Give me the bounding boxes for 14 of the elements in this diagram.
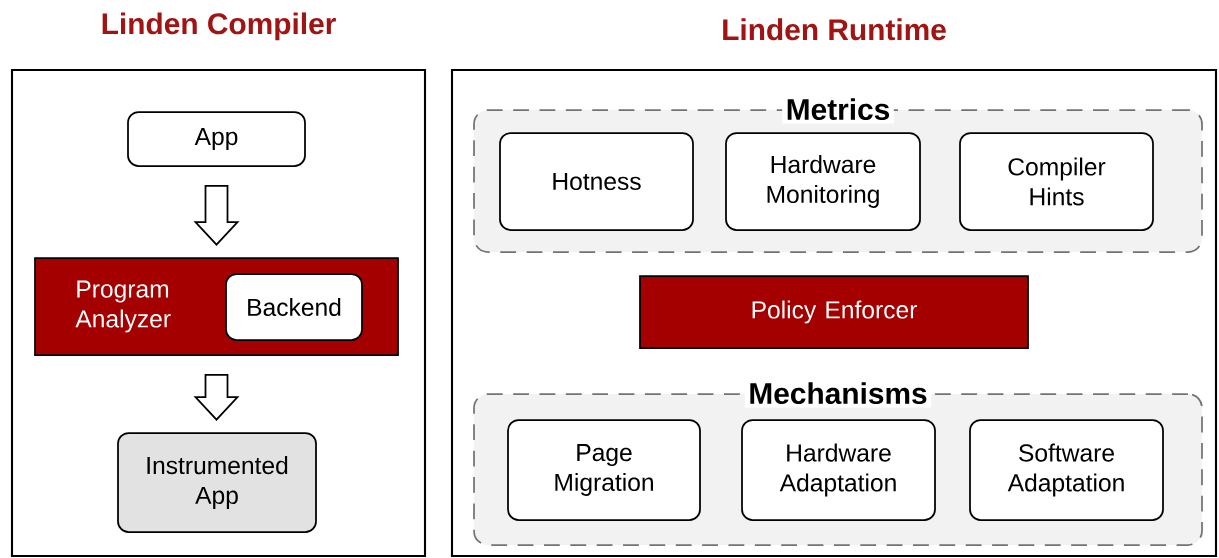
process-box: Hardware Monitoring bbox=[725, 132, 921, 231]
block-arrow bbox=[193, 185, 240, 246]
process-box: Hardware Adaptation bbox=[741, 419, 936, 521]
node-label: Linden Runtime bbox=[723, 18, 946, 41]
process-box: Page Migration bbox=[507, 419, 701, 521]
enforcer-box: Policy Enforcer bbox=[639, 275, 1029, 349]
output-box: Instrumented App bbox=[117, 432, 317, 533]
process-box: Software Adaptation bbox=[969, 419, 1164, 521]
process-box: Compiler Hints bbox=[959, 132, 1154, 231]
process-box: Hotness bbox=[499, 132, 694, 231]
block-arrow bbox=[193, 374, 240, 421]
process-box: App bbox=[127, 111, 306, 167]
process-box: Backend bbox=[225, 273, 363, 341]
node-label: Linden Compiler bbox=[102, 12, 336, 41]
